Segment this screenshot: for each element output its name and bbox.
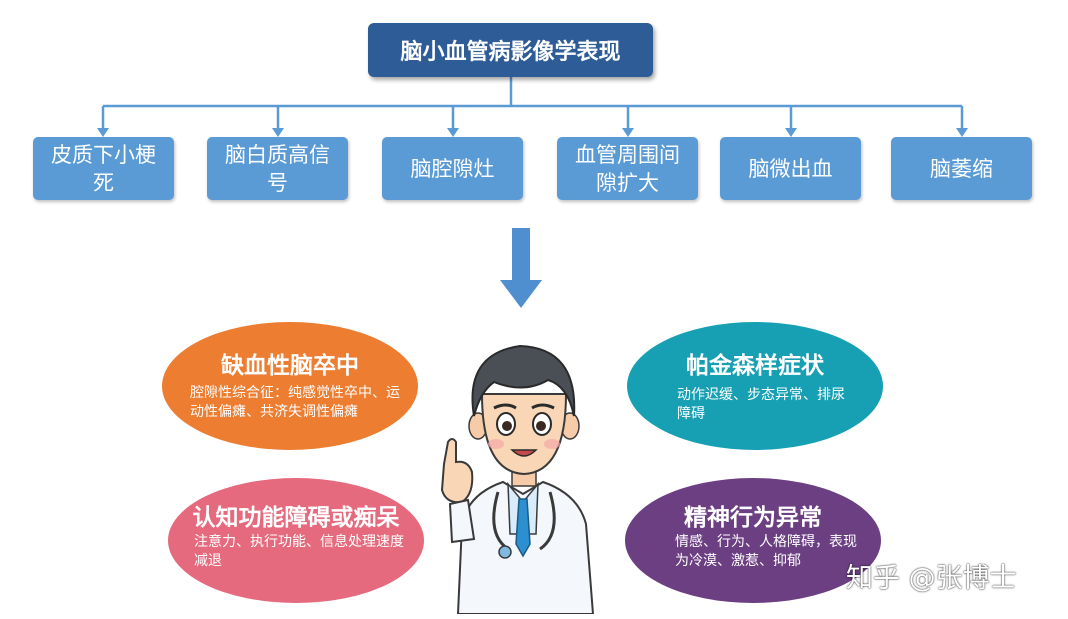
bubble-title: 缺血性脑卒中 (221, 353, 359, 379)
watermark: 知乎 @张博士 (846, 563, 1017, 594)
item-label: 皮质下小梗死 (51, 142, 156, 195)
item-microbleed: 脑微出血 (720, 137, 861, 200)
item-subcortical-infarct: 皮质下小梗死 (33, 137, 174, 200)
item-lacune: 脑腔隙灶 (382, 137, 523, 200)
item-label: 血管周围间隙扩大 (575, 142, 680, 195)
bubble-cognitive-impairment: 认知功能障碍或痴呆 注意力、执行功能、信息处理速度减退 (168, 478, 424, 603)
bubble-title: 认知功能障碍或痴呆 (192, 505, 400, 531)
item-label: 脑腔隙灶 (410, 156, 495, 181)
item-perivascular-space: 血管周围间隙扩大 (557, 137, 698, 200)
item-atrophy: 脑萎缩 (891, 137, 1032, 200)
bubble-title: 精神行为异常 (684, 505, 822, 531)
item-white-matter-hyperintensity: 脑白质高信号 (207, 137, 348, 200)
bubble-title: 帕金森样症状 (686, 353, 824, 379)
bubble-neuropsychiatric: 精神行为异常 情感、行为、人格障碍，表现为冷漠、激惹、抑郁 (625, 478, 881, 603)
bubble-text: 注意力、执行功能、信息处理速度减退 (194, 534, 404, 569)
bubble-parkinsonism: 帕金森样症状 动作迟缓、步态异常、排尿障碍 (627, 322, 883, 450)
item-label: 脑萎缩 (930, 156, 993, 181)
bubble-text: 腔隙性综合征：纯感觉性卒中、运动性偏瘫、共济失调性偏瘫 (190, 385, 400, 420)
item-label: 脑微出血 (748, 156, 833, 181)
bubble-text: 情感、行为、人格障碍，表现为冷漠、激惹、抑郁 (675, 534, 857, 569)
bubble-text: 动作迟缓、步态异常、排尿障碍 (677, 387, 845, 422)
bubble-ischemic-stroke: 缺血性脑卒中 腔隙性综合征：纯感觉性卒中、运动性偏瘫、共济失调性偏瘫 (162, 322, 418, 450)
item-label: 脑白质高信号 (225, 142, 330, 195)
down-arrow-icon (500, 228, 542, 308)
diagram-title: 脑小血管病影像学表现 (368, 23, 653, 77)
doctor-illustration (440, 344, 595, 614)
